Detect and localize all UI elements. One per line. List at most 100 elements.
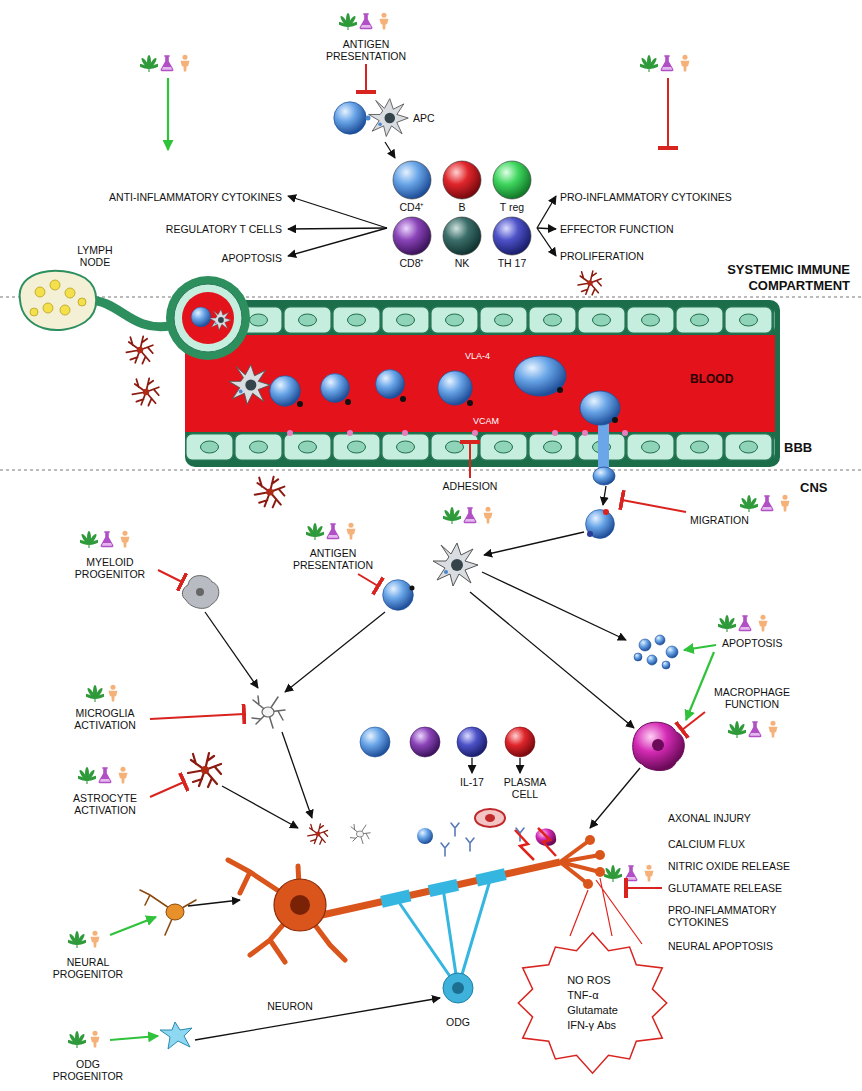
injury-marks [538, 828, 556, 856]
treatment-icons [83, 685, 118, 702]
blood-cells [400, 396, 406, 402]
blood-vessel [185, 300, 780, 467]
treatment-icons [601, 865, 654, 882]
cns-cells [451, 823, 459, 836]
annotation-label: APC [413, 112, 453, 124]
blood-vessel [582, 430, 588, 436]
annotation-label: MACROPHAGE FUNCTION [707, 686, 797, 710]
blood-cells [229, 356, 620, 485]
cns-cells [383, 580, 414, 611]
treatment-icons [65, 931, 100, 948]
treatment-icons [303, 523, 356, 540]
cns-cells [666, 646, 678, 658]
arrows [484, 532, 584, 555]
cns-cells [441, 843, 449, 856]
inhibition-lines [158, 570, 182, 582]
annotation-label: NEURAL PROGENITOR [43, 956, 133, 980]
antigen-presentation-pair [369, 99, 409, 137]
antigen-presentation-pair [366, 116, 371, 121]
neuron [274, 879, 326, 931]
cns-cells [252, 696, 285, 728]
cell-node: TH 17 [487, 216, 537, 272]
cell-shape [387, 216, 437, 256]
section-heading: BBB [784, 440, 844, 456]
annotation-label: MIGRATION [690, 514, 780, 526]
neuron [228, 835, 605, 962]
odg-progenitor [160, 1022, 192, 1049]
annotation-label: LYMPH NODE [65, 244, 125, 268]
promotion-arrows [167, 78, 169, 150]
annotation-label: NEURON [255, 1000, 325, 1012]
blood-cells [345, 399, 351, 405]
treatment-icons [137, 55, 190, 72]
blood-cells [229, 365, 270, 405]
inhibition-lines [150, 714, 244, 719]
cell-shape [437, 160, 487, 200]
blood-vessel [552, 430, 558, 436]
annotation-label: ADHESION [425, 480, 515, 492]
cell-shape [487, 216, 537, 256]
blood-cells [467, 400, 473, 406]
neural-progenitor [140, 890, 196, 935]
lymphatic-ring [166, 276, 250, 360]
lymphatic-ring [166, 276, 250, 360]
odg-progenitor [160, 1022, 192, 1049]
annotation-label: ODG PROGENITOR [43, 1058, 133, 1082]
inhibition-lines [682, 712, 705, 730]
antigen-presentation-pair [334, 99, 408, 137]
annotation-label: PRO-INFLAMMATORY CYTOKINES [560, 191, 790, 203]
blood-vessel [472, 430, 478, 436]
cell-label: CD8⁺ [381, 257, 443, 269]
annotation-label: AXONAL INJURY [668, 812, 838, 824]
neuron [290, 895, 310, 915]
blood-vessel [622, 430, 628, 436]
arrows [537, 196, 556, 228]
lymph-node [78, 298, 86, 306]
treatment-icons [715, 615, 768, 632]
annotation-label: GLUTAMATE RELEASE [668, 882, 838, 894]
oligodendrocyte [443, 973, 473, 1003]
arrows [385, 142, 395, 158]
cns-cells [466, 838, 474, 851]
astrocyte [255, 477, 285, 508]
lymphatic-ring [182, 292, 234, 344]
blood-cells [297, 387, 618, 423]
treatment-icons [65, 1031, 100, 1048]
arrows [590, 768, 640, 828]
annotation-label: PLASMA CELL [497, 776, 553, 800]
blood-cells [593, 467, 615, 485]
arrows [222, 786, 298, 828]
arrows [288, 196, 387, 228]
blood-cells [598, 418, 609, 470]
cell-node: T reg [487, 160, 537, 216]
arrows [288, 228, 387, 256]
cell-circle [443, 217, 481, 255]
oligodendrocyte [452, 982, 464, 994]
annotation-label: NEURAL APOPTOSIS [668, 940, 838, 952]
cns-cells [196, 588, 204, 596]
blood-cells [557, 387, 563, 393]
cns-cells [634, 635, 678, 669]
lymph-node [30, 308, 38, 316]
lymphatic-ring [209, 309, 231, 330]
neural-progenitor [140, 890, 196, 935]
treatment-icons [77, 531, 130, 548]
cns-cells [417, 828, 433, 844]
arrows [288, 228, 387, 229]
oligodendrocyte [396, 877, 491, 1003]
blood-cells [514, 356, 566, 396]
cns-cells [457, 727, 487, 757]
blood-cells [580, 391, 620, 425]
cell-node: B [437, 160, 487, 216]
inhibition-lines [358, 574, 378, 586]
cell-circle [393, 217, 431, 255]
lymphatic-ring [191, 307, 211, 327]
annotation-label: ANTIGEN PRESENTATION [283, 547, 383, 571]
lymph-node [65, 288, 75, 298]
neuron [583, 879, 593, 889]
neuron [585, 835, 595, 845]
cns-cells [634, 653, 642, 661]
annotation-label: ANTI-INFLAMMATORY CYTOKINES [52, 191, 282, 203]
inhibition-lines [365, 64, 367, 92]
cns-cells [182, 509, 684, 856]
